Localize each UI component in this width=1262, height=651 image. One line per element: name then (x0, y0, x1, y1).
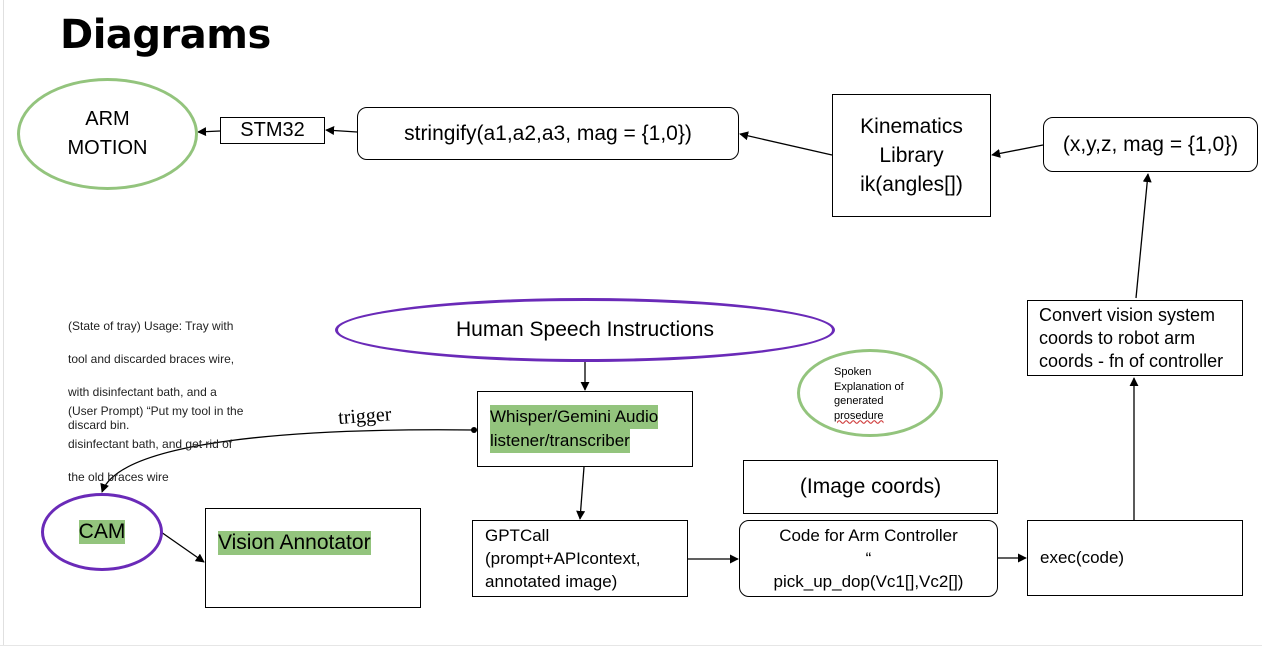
trigger-origin-dot (471, 427, 477, 433)
gptcall-label-1: GPTCall (485, 526, 550, 545)
spoken-label-4: prosedure (834, 409, 884, 422)
vision-annotator-node: Vision Annotator (205, 508, 421, 608)
speech-label: Human Speech Instructions (456, 318, 714, 341)
convert-label-1: Convert vision system (1039, 304, 1216, 325)
edge-xyz-to-kinematics (991, 144, 1044, 158)
convert-label-3: coords - fn of controller (1039, 350, 1224, 371)
slide-left-border (3, 0, 4, 645)
usage-note-line-3: with disinfectant bath, and a (68, 384, 217, 399)
kinematics-label-2: Library (879, 144, 944, 167)
page-title: Diagrams (60, 12, 271, 58)
whisper-label-1: Whisper/Gemini Audio (490, 405, 659, 429)
arm-motion-label-2: MOTION (67, 137, 148, 159)
trigger-edge-label: trigger (337, 403, 393, 430)
cam-label: CAM (78, 520, 126, 544)
xyz-node: (x,y,z, mag = {1,0}) (1043, 117, 1258, 172)
edge-stm32-to-arm (197, 127, 221, 137)
spoken-explanation-node: Spoken Explanation of generated prosedur… (797, 349, 943, 437)
slide-bottom-border (0, 645, 1262, 646)
code-label-2: “ (865, 549, 872, 568)
gptcall-label-3: annotated image) (485, 572, 618, 591)
user-prompt-note: (User Prompt) “Put my tool in the disinf… (68, 386, 298, 502)
convert-node: Convert vision system coords to robot ar… (1027, 300, 1243, 376)
arm-motion-node: ARM MOTION (17, 78, 198, 190)
stm32-label: STM32 (240, 119, 305, 141)
prompt-note-line-2: disinfectant bath, and get rid of (68, 436, 233, 451)
edge-kinematics-to-stringify (739, 131, 833, 156)
usage-note-line-1: (State of tray) Usage: Tray with (68, 318, 234, 333)
edge-convert-to-xyz (1135, 173, 1152, 299)
prompt-note-line-1: (User Prompt) “Put my tool in the (68, 403, 244, 418)
stm32-node: STM32 (220, 117, 325, 144)
kinematics-label-1: Kinematics (860, 115, 963, 138)
spoken-label-1: Spoken (834, 366, 872, 378)
edge-stringify-to-stm32 (325, 126, 358, 136)
edge-whisper-trigger-cam (100, 429, 475, 493)
usage-note-line-4: discard bin. (68, 417, 130, 432)
spoken-label-2: Explanation of (834, 380, 904, 393)
edge-cam-to-vision (160, 531, 205, 563)
whisper-label-2: listener/transcriber (490, 429, 630, 453)
stringify-node: stringify(a1,a2,a3, mag = {1,0}) (357, 107, 739, 160)
code-label-3: pick_up_dop(Vc1[],Vc2[]) (773, 572, 964, 591)
vision-annotator-label: Vision Annotator (218, 531, 371, 555)
arm-motion-label-1: ARM (85, 108, 130, 130)
speech-node: Human Speech Instructions (335, 298, 835, 362)
gptcall-node: GPTCall (prompt+APIcontext, annotated im… (472, 520, 688, 597)
code-arm-controller-node: Code for Arm Controller “ pick_up_dop(Vc… (739, 520, 998, 597)
prompt-note-line-3: the old braces wire (68, 469, 169, 484)
image-coords-label: (Image coords) (799, 475, 942, 498)
whisper-node: Whisper/Gemini Audio listener/transcribe… (477, 391, 693, 467)
image-coords-node: (Image coords) (743, 460, 998, 514)
xyz-label: (x,y,z, mag = {1,0}) (1062, 132, 1239, 156)
edge-whisper-to-gptcall (576, 466, 586, 520)
gptcall-label-2: (prompt+APIcontext, (485, 549, 641, 568)
exec-label: exec(code) (1040, 548, 1125, 567)
kinematics-node: Kinematics Library ik(angles[]) (832, 94, 991, 217)
exec-node: exec(code) (1027, 520, 1243, 596)
kinematics-label-3: ik(angles[]) (860, 173, 963, 196)
spoken-label-3: generated (834, 395, 884, 407)
convert-label-2: coords to robot arm (1039, 327, 1196, 348)
cam-node: CAM (41, 493, 163, 571)
usage-note-line-2: tool and discarded braces wire, (68, 351, 235, 366)
stringify-label: stringify(a1,a2,a3, mag = {1,0}) (404, 121, 692, 145)
usage-note: (State of tray) Usage: Tray with tool an… (68, 301, 298, 450)
code-label-1: Code for Arm Controller (779, 526, 958, 545)
